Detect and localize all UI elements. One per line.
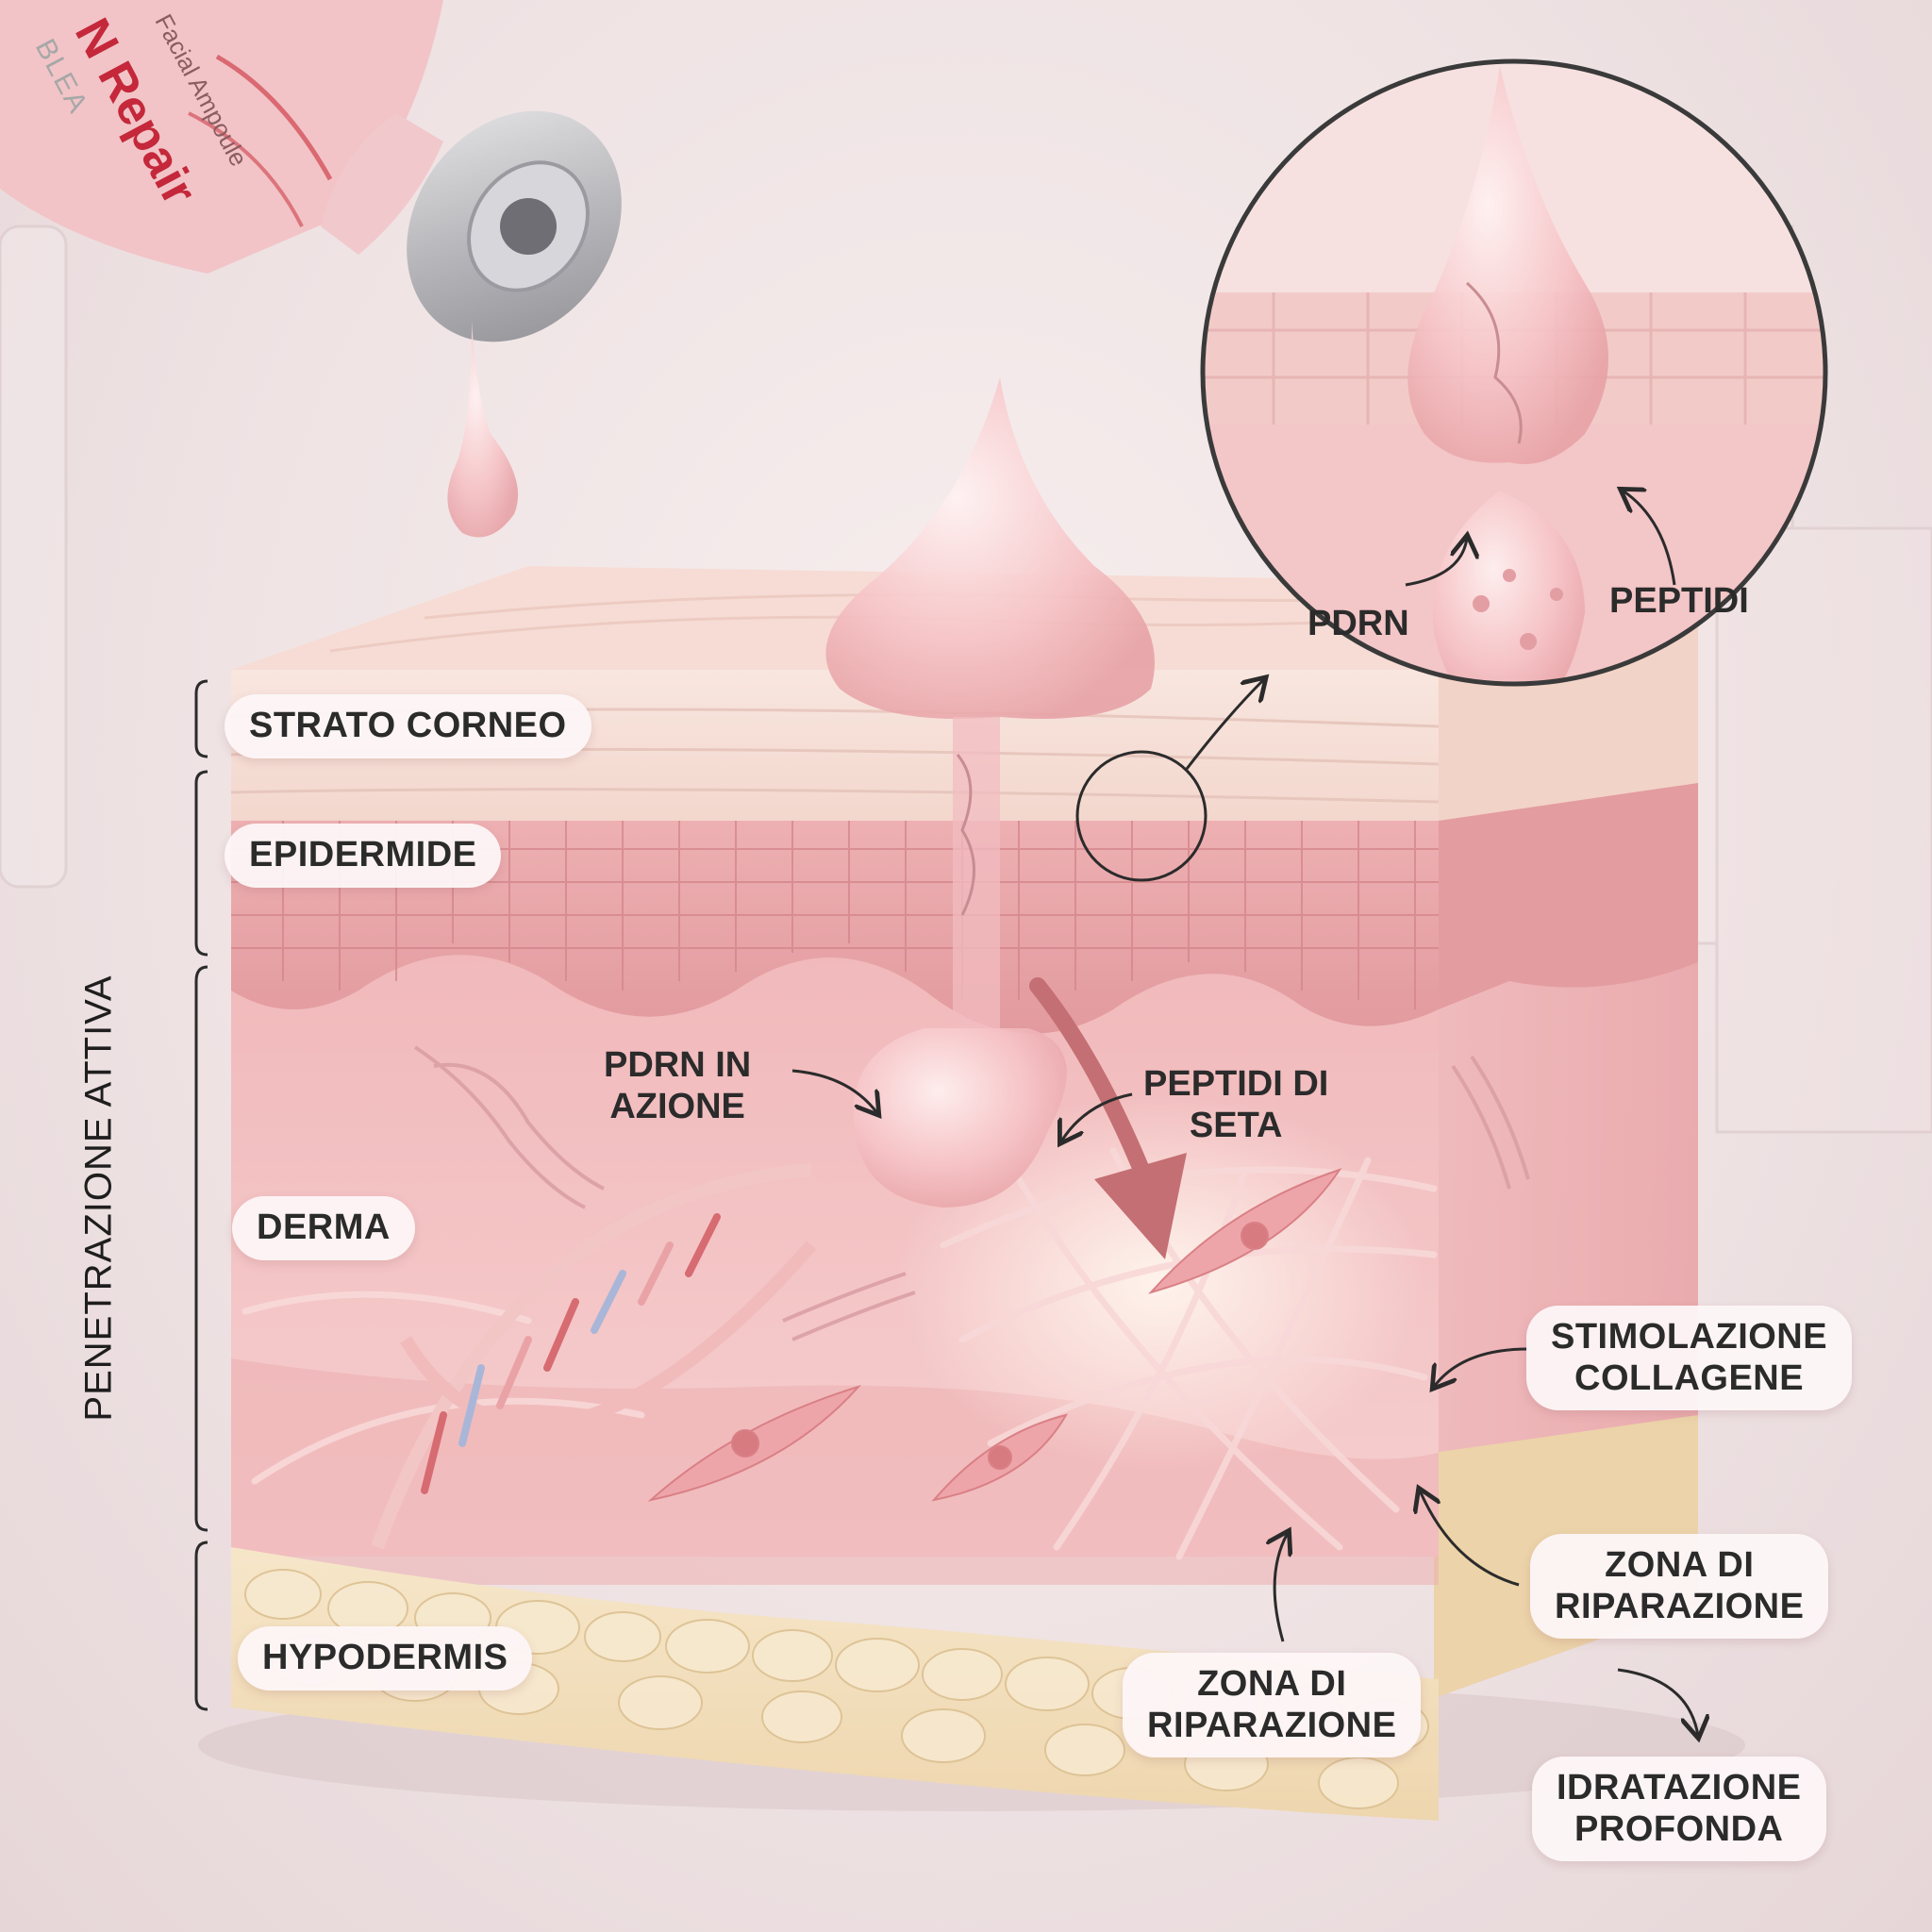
inset-label-pdrn: PDRN xyxy=(1307,604,1409,643)
callout-repair-zone-center: ZONA DI RIPARAZIONE xyxy=(1123,1653,1422,1758)
label-stratum-corneum: STRATO CORNEO xyxy=(225,694,591,758)
penetration-axis-label: PENETRAZIONE ATTIVA xyxy=(77,974,120,1422)
inset-label-peptides: PEPTIDI xyxy=(1609,581,1749,621)
penetration-arrow xyxy=(1029,977,1150,1178)
callout-collagen-stimulation: STIMOLAZIONE COLLAGENE xyxy=(1526,1306,1853,1411)
zoom-source-circle xyxy=(1075,750,1208,882)
dna-helix-large xyxy=(371,1163,817,1550)
label-dermis: DERMA xyxy=(232,1196,415,1260)
zoom-inset xyxy=(1200,58,1828,687)
serum-drop-on-skin xyxy=(825,377,1155,1208)
callout-pdrn-action: PDRN IN AZIONE xyxy=(604,1045,752,1126)
fat-cells xyxy=(244,1569,1429,1809)
layer-brackets xyxy=(194,679,208,1711)
callout-silk-peptides: PEPTIDI DI SETA xyxy=(1143,1064,1329,1145)
label-epidermis: EPIDERMIDE xyxy=(225,824,502,888)
callout-arrows xyxy=(791,1069,1698,1736)
callout-deep-hydration: IDRATAZIONE PROFONDA xyxy=(1532,1757,1826,1862)
ampoule-bottle xyxy=(0,0,622,538)
dna-strands-small xyxy=(413,1045,1530,1341)
callout-repair-zone-right: ZONA DI RIPARAZIONE xyxy=(1530,1534,1829,1640)
label-hypodermis: HYPODERMIS xyxy=(238,1626,533,1690)
epidermis-layer xyxy=(231,811,1439,1034)
fibroblast-cells xyxy=(647,1168,1342,1502)
